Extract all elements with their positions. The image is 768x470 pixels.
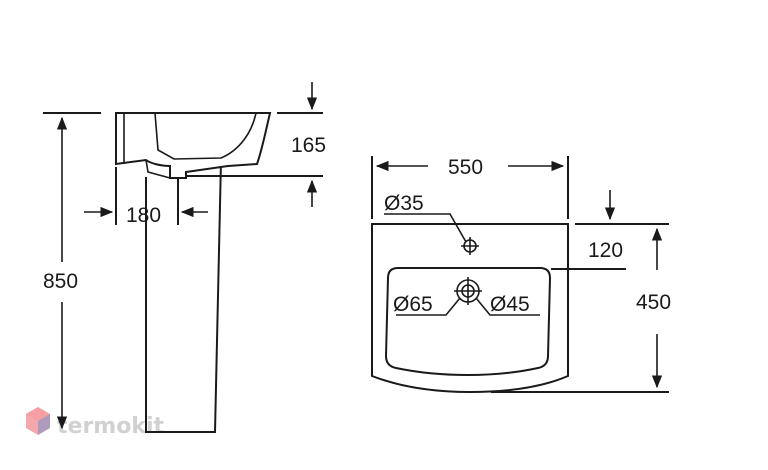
watermark-logo-icon	[26, 407, 50, 435]
drain-icon	[454, 277, 482, 305]
tap-hole-leader	[384, 213, 467, 243]
dim-offset-180: 180	[126, 204, 161, 227]
watermark-brand-text: termokit	[57, 414, 164, 439]
drain-outer-diameter-label: Ø65	[393, 293, 433, 316]
dim-width-550: 550	[448, 156, 483, 179]
dim-depth-450: 450	[636, 291, 671, 314]
pedestal-outline	[145, 158, 223, 433]
tap-hole-diameter-label: Ø35	[384, 192, 424, 215]
basin-bowl-inner	[154, 112, 257, 160]
basin-side-outline	[115, 112, 272, 179]
basin-top-outline	[371, 223, 569, 394]
dim-depth-165: 165	[291, 134, 326, 157]
pedestal-neck-line	[145, 159, 171, 179]
top-view: 550 Ø35 120 450 Ø65 Ø45	[371, 156, 671, 394]
watermark: termokit	[26, 407, 164, 439]
basin-top-bowl	[384, 267, 552, 377]
drain-inner-leader	[475, 297, 540, 316]
dim-tap-offset-120: 120	[588, 239, 623, 262]
drain-outer-leader	[396, 297, 461, 316]
dim-height-850: 850	[43, 270, 78, 293]
tap-hole-icon	[461, 237, 479, 255]
drain-inner-diameter-label: Ø45	[490, 293, 530, 316]
side-view: 850 165 180	[43, 82, 326, 433]
